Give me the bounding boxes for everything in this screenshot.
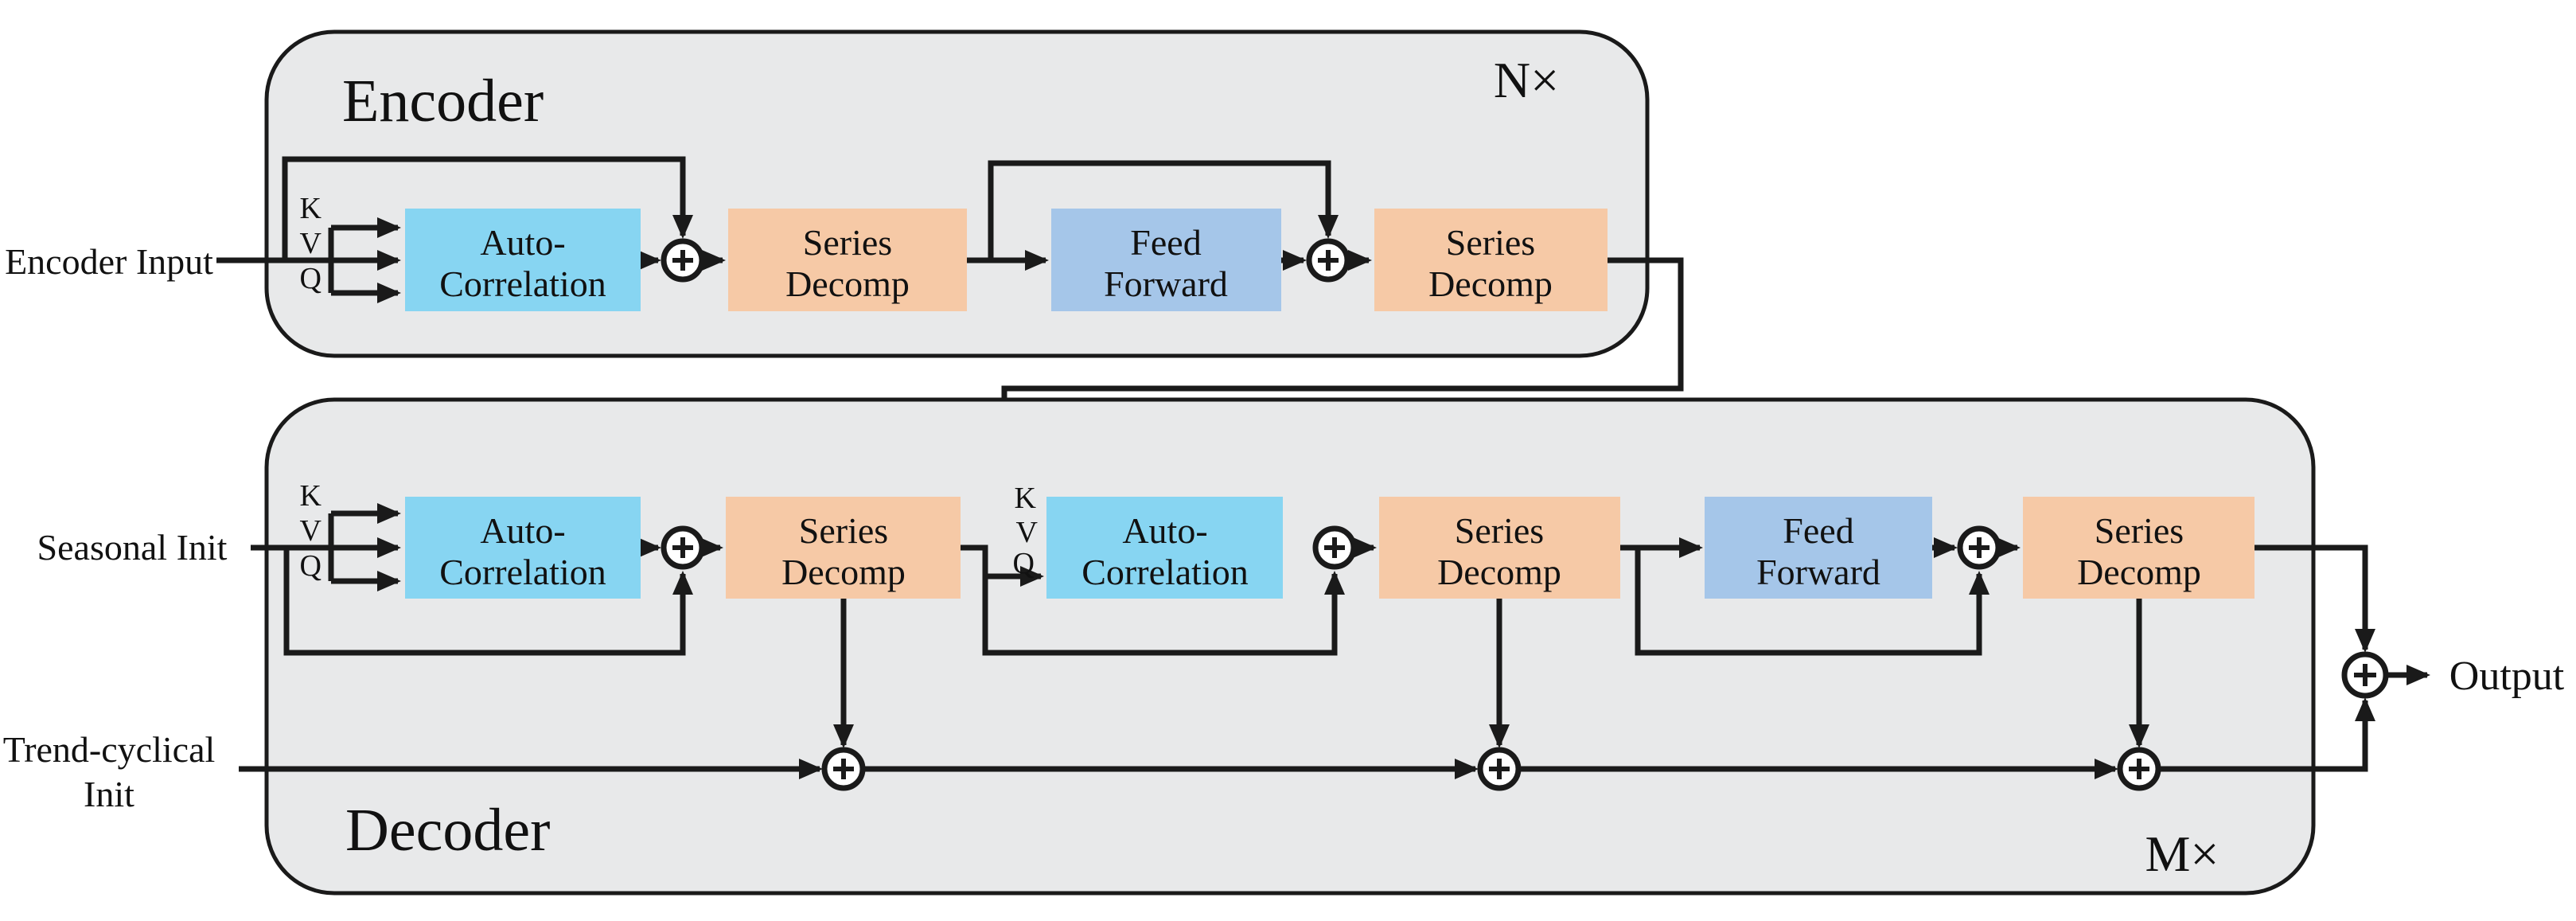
decoder-auto-correlation-2-label-1: Auto- bbox=[1122, 510, 1207, 551]
trend-add-node-3 bbox=[2117, 747, 2161, 791]
decoder-q-label: Q bbox=[300, 549, 322, 583]
decoder-feed-forward-label-2: Forward bbox=[1756, 552, 1880, 592]
encoder-add-node-1 bbox=[661, 238, 705, 283]
encoder-series-decomp-block-2: Series Decomp bbox=[1374, 209, 1608, 311]
encoder-series-decomp-rect-1 bbox=[728, 209, 967, 311]
plus-icon bbox=[672, 537, 693, 558]
encoder-series-decomp-1-label-1: Series bbox=[803, 222, 892, 263]
decoder-series-decomp-1-label-2: Decomp bbox=[781, 552, 906, 592]
encoder-series-decomp-1-label-2: Decomp bbox=[785, 263, 910, 304]
decoder-v-label: V bbox=[300, 514, 322, 548]
decoder-container bbox=[264, 397, 2316, 896]
encoder-feed-forward-block: Feed Forward bbox=[1051, 209, 1281, 311]
encoder-wires bbox=[216, 156, 1684, 558]
decoder-feed-forward-label-1: Feed bbox=[1783, 510, 1853, 551]
output-label: Output bbox=[2449, 654, 2565, 699]
encoder-k-label: K bbox=[300, 192, 322, 225]
decoder-skip-attention-1 bbox=[283, 548, 693, 656]
encoder-v-label: V bbox=[300, 227, 322, 260]
decoder-series-decomp-3-label-1: Series bbox=[2095, 510, 2184, 551]
decoder-series-decomp-1-label-1: Series bbox=[799, 510, 888, 551]
trend-add-node-2 bbox=[1477, 747, 1522, 791]
encoder-auto-correlation-label-2: Correlation bbox=[439, 263, 606, 304]
decoder-series-decomp-2-label-1: Series bbox=[1455, 510, 1544, 551]
decoder-seasonal-output-wire bbox=[2254, 544, 2375, 653]
plus-icon bbox=[1969, 537, 1989, 558]
encoder-skip-attention bbox=[282, 156, 693, 260]
encoder-auto-correlation-rect bbox=[405, 209, 641, 311]
decoder-feed-forward-block: Feed Forward bbox=[1705, 497, 1932, 599]
decoder-section: Decoder M× bbox=[239, 397, 2430, 896]
decoder-add-node-3 bbox=[1957, 525, 2001, 570]
decoder-k-label: K bbox=[300, 479, 322, 513]
decoder-series-decomp-block-1: Series Decomp bbox=[726, 497, 961, 599]
decoder-auto-correlation-rect-2 bbox=[1046, 497, 1283, 599]
encoder-add-node-2 bbox=[1306, 238, 1350, 283]
trend-add-node-1 bbox=[821, 747, 866, 791]
final-add-node bbox=[2341, 651, 2389, 699]
decoder-cross-k-label: K bbox=[1015, 482, 1037, 515]
encoder-q-label: Q bbox=[300, 262, 322, 295]
decoder-series-decomp-block-3: Series Decomp bbox=[2023, 497, 2254, 599]
decoder-skip-ff bbox=[1635, 548, 1989, 656]
plus-icon bbox=[672, 250, 693, 271]
decoder-title: Decoder bbox=[345, 797, 550, 864]
plus-icon bbox=[1324, 537, 1345, 558]
seasonal-init-label: Seasonal Init bbox=[37, 527, 228, 568]
decoder-wires bbox=[239, 503, 2430, 779]
decoder-cross-v-label: V bbox=[1016, 516, 1039, 549]
decoder-feed-forward-rect bbox=[1705, 497, 1932, 599]
encoder-repeat-badge: N× bbox=[1494, 52, 1559, 108]
encoder-series-decomp-2-label-1: Series bbox=[1446, 222, 1535, 263]
decoder-series-decomp-block-2: Series Decomp bbox=[1379, 497, 1620, 599]
encoder-feed-forward-rect bbox=[1051, 209, 1281, 311]
encoder-feed-forward-label-2: Forward bbox=[1104, 263, 1228, 304]
encoder-title: Encoder bbox=[342, 68, 544, 135]
encoder-series-decomp-rect-2 bbox=[1374, 209, 1608, 311]
plus-icon bbox=[1318, 250, 1339, 271]
decoder-add-node-1 bbox=[661, 525, 705, 570]
decoder-skip-attention-2 bbox=[961, 544, 1345, 656]
decoder-repeat-badge: M× bbox=[2145, 825, 2219, 882]
trend-cyclical-init-label-2: Init bbox=[84, 774, 134, 814]
encoder-feed-forward-label-1: Feed bbox=[1130, 222, 1201, 263]
plus-icon bbox=[833, 759, 854, 779]
encoder-series-decomp-2-label-2: Decomp bbox=[1428, 263, 1553, 304]
decoder-series-decomp-rect-2 bbox=[1379, 497, 1620, 599]
encoder-skip-ff bbox=[988, 160, 1339, 260]
decoder-auto-correlation-2-label-2: Correlation bbox=[1081, 552, 1249, 592]
decoder-auto-correlation-rect-1 bbox=[405, 497, 641, 599]
encoder-auto-correlation-label-1: Auto- bbox=[480, 222, 565, 263]
encoder-section: Encoder N× K V Q Au bbox=[216, 29, 1684, 558]
decoder-cross-q-label: Q bbox=[1013, 547, 1035, 580]
encoder-auto-correlation-block: Auto- Correlation bbox=[405, 209, 641, 311]
decoder-add-node-2 bbox=[1312, 525, 1357, 570]
decoder-auto-correlation-block-2: Auto- Correlation bbox=[1046, 497, 1283, 599]
decoder-series-decomp-rect-3 bbox=[2023, 497, 2254, 599]
encoder-input-label: Encoder Input bbox=[5, 241, 213, 282]
decoder-auto-correlation-1-label-1: Auto- bbox=[480, 510, 565, 551]
plus-icon bbox=[2354, 664, 2376, 686]
decoder-auto-correlation-1-label-2: Correlation bbox=[439, 552, 606, 592]
decoder-series-decomp-3-label-2: Decomp bbox=[2077, 552, 2201, 592]
decoder-series-decomp-rect-1 bbox=[726, 497, 961, 599]
trend-line-to-final-add bbox=[2158, 697, 2375, 772]
plus-icon bbox=[2129, 759, 2149, 779]
plus-icon bbox=[1489, 759, 1510, 779]
decoder-auto-correlation-block-1: Auto- Correlation bbox=[405, 497, 641, 599]
encoder-series-decomp-block-1: Series Decomp bbox=[728, 209, 967, 311]
decoder-series-decomp-2-label-2: Decomp bbox=[1437, 552, 1561, 592]
trend-cyclical-init-label-1: Trend-cyclical bbox=[3, 729, 216, 770]
